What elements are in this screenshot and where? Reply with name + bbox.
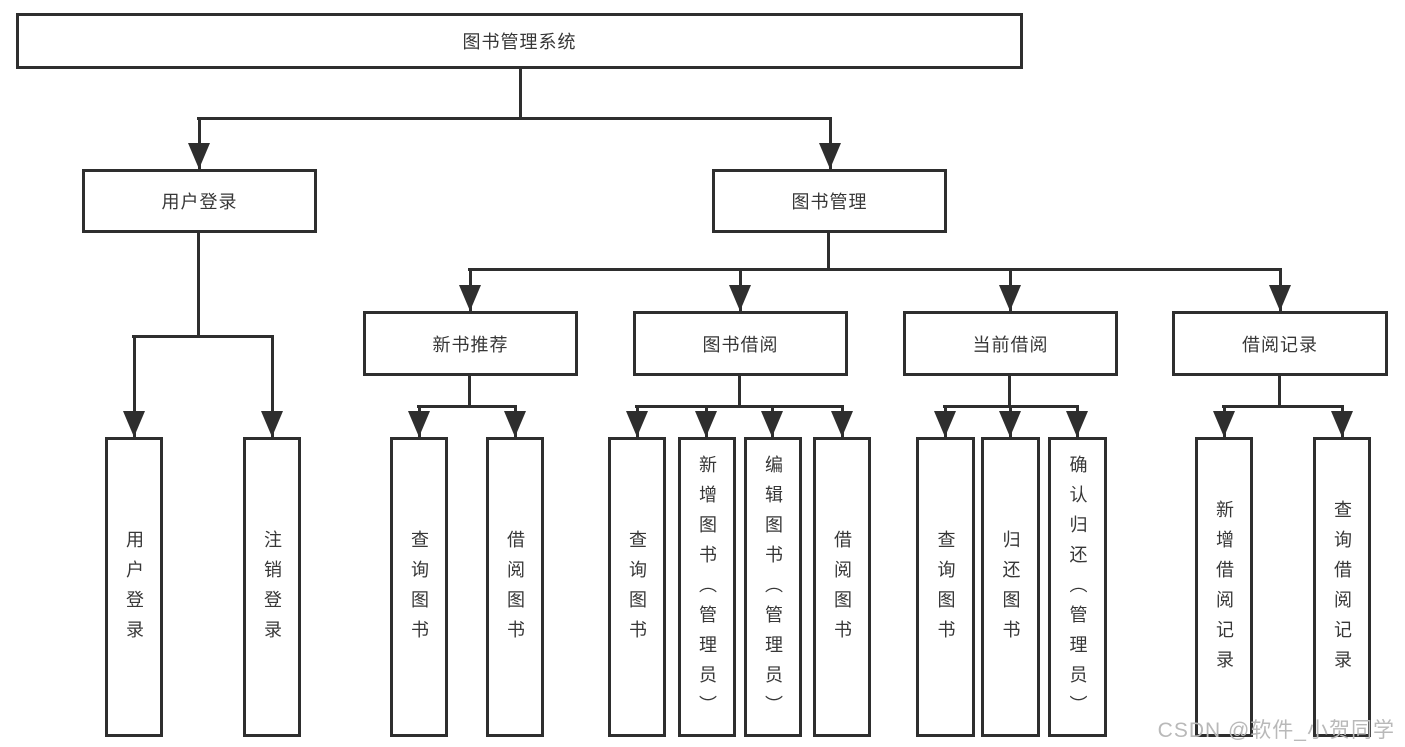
connector-arrow-line (133, 336, 136, 437)
node-cb-query-books: 查询图书 (916, 437, 975, 737)
node-current-borrow: 当前借阅 (903, 311, 1118, 376)
connector-level1-branch (197, 117, 832, 120)
arrow-down-icon (695, 411, 717, 437)
node-book-management: 图书管理 (712, 169, 947, 233)
connector-book-mgmt-stem (827, 233, 830, 269)
connector-user-login-stem (197, 233, 200, 336)
node-nb-borrow-books: 借阅图书 (486, 437, 544, 737)
arrow-down-icon (123, 411, 145, 437)
node-bb-edit-books-admin: 编辑图书（管理员） (744, 437, 802, 737)
connector-arrow-line (271, 336, 274, 437)
csdn-watermark: CSDN @软件_小贺同学 (1157, 719, 1395, 742)
node-bb-query-books: 查询图书 (608, 437, 666, 737)
connector-new-books-stem (468, 376, 471, 406)
node-br-add-record: 新增借阅记录 (1195, 437, 1253, 737)
arrow-down-icon (819, 143, 841, 169)
arrow-down-icon (999, 411, 1021, 437)
connector-book-mgmt-branch (468, 268, 1282, 271)
connector-root-stem (519, 69, 522, 118)
connector-book-borrow-branch (635, 405, 844, 408)
node-user-login: 用户登录 (82, 169, 317, 233)
node-borrow-records: 借阅记录 (1172, 311, 1388, 376)
arrow-down-icon (1331, 411, 1353, 437)
node-cb-return-books: 归还图书 (981, 437, 1040, 737)
arrow-down-icon (729, 285, 751, 311)
arrow-down-icon (934, 411, 956, 437)
node-logout-leaf: 注销登录 (243, 437, 301, 737)
arrow-down-icon (1269, 285, 1291, 311)
arrow-down-icon (999, 285, 1021, 311)
node-book-borrow: 图书借阅 (633, 311, 848, 376)
node-nb-query-books: 查询图书 (390, 437, 448, 737)
arrow-down-icon (261, 411, 283, 437)
arrow-down-icon (831, 411, 853, 437)
node-login-leaf: 用户登录 (105, 437, 163, 737)
node-br-query-record: 查询借阅记录 (1313, 437, 1371, 737)
connector-borrow-records-branch (1222, 405, 1344, 408)
arrow-down-icon (1213, 411, 1235, 437)
node-bb-add-books-admin: 新增图书（管理员） (678, 437, 736, 737)
node-cb-confirm-return-admin: 确认归还（管理员） (1048, 437, 1107, 737)
node-bb-borrow-books: 借阅图书 (813, 437, 871, 737)
arrow-down-icon (504, 411, 526, 437)
node-root: 图书管理系统 (16, 13, 1023, 69)
connector-book-borrow-stem (738, 376, 741, 406)
connector-current-borrow-stem (1008, 376, 1011, 406)
connector-user-login-branch (132, 335, 274, 338)
arrow-down-icon (188, 143, 210, 169)
arrow-down-icon (761, 411, 783, 437)
arrow-down-icon (626, 411, 648, 437)
arrow-down-icon (459, 285, 481, 311)
node-new-book-recommend: 新书推荐 (363, 311, 578, 376)
connector-borrow-records-stem (1278, 376, 1281, 406)
connector-new-books-branch (417, 405, 517, 408)
arrow-down-icon (408, 411, 430, 437)
arrow-down-icon (1066, 411, 1088, 437)
